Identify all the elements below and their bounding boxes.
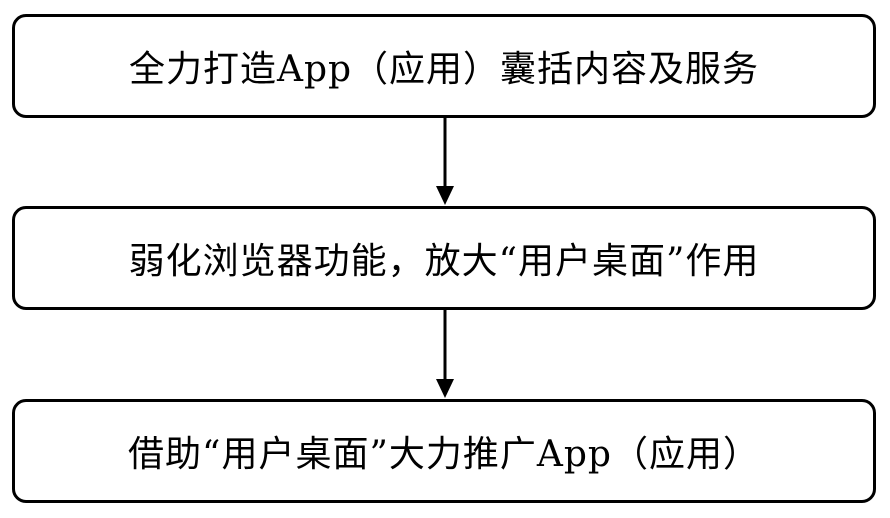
flow-step-3-label: 借助“用户桌面”大力推广App（应用） — [128, 434, 760, 475]
flow-step-2-label: 弱化浏览器功能，放大“用户桌面”作用 — [128, 241, 760, 282]
flow-step-3: 借助“用户桌面”大力推广App（应用） — [12, 399, 876, 503]
flow-step-1: 全力打造App（应用）囊括内容及服务 — [12, 14, 876, 118]
arrow-step-2-to-3 — [436, 310, 454, 398]
arrow-step-1-to-2 — [436, 118, 454, 205]
flow-step-2: 弱化浏览器功能，放大“用户桌面”作用 — [12, 206, 876, 310]
flow-step-1-label: 全力打造App（应用）囊括内容及服务 — [128, 49, 760, 90]
